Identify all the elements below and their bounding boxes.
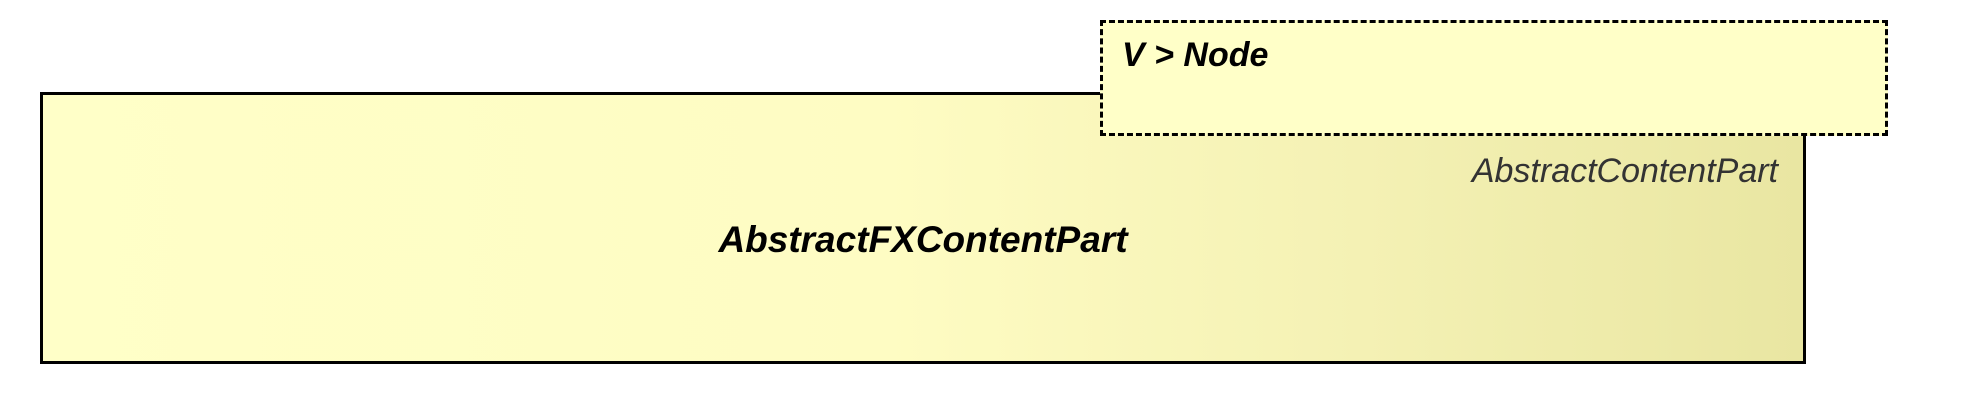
template-parameter-label: V > Node — [1122, 36, 1269, 74]
template-parameter-box — [1100, 20, 1888, 136]
class-box[interactable] — [40, 92, 1806, 364]
superclass-label: AbstractContentPart — [1471, 152, 1778, 190]
class-name: AbstractFXContentPart — [718, 219, 1128, 260]
